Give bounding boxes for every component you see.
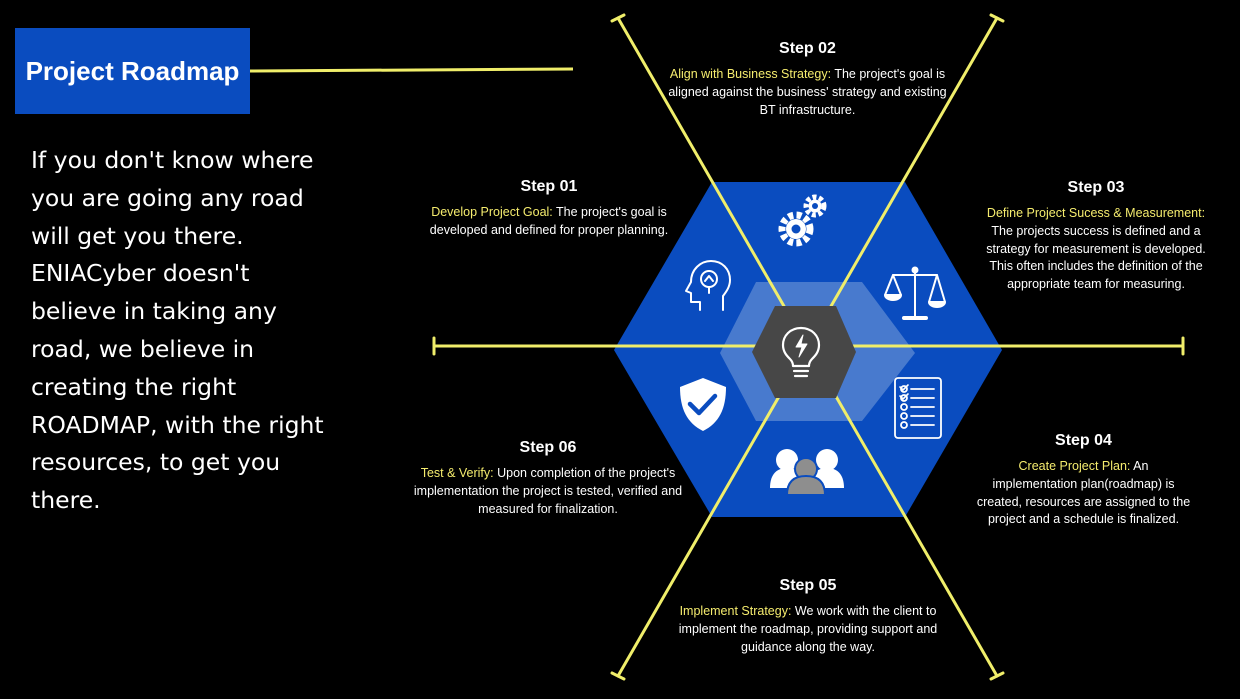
step-body: We work with the client to implement the…	[678, 604, 938, 654]
lightbulb-head-icon	[685, 260, 731, 311]
step-06: Step 06 Test & Verify: Upon completion o…	[412, 439, 684, 518]
step-highlight: Implement Strategy:	[679, 604, 792, 618]
step-body: Upon completion of the project's impleme…	[413, 466, 683, 516]
step-body: The project's goal is developed and defi…	[429, 205, 669, 237]
step-04: Step 04 Create Project Plan: An implemen…	[976, 432, 1191, 529]
step-highlight: Define Project Sucess & Measurement:	[986, 206, 1206, 220]
step-highlight: Create Project Plan:	[1018, 459, 1131, 473]
step-05: Step 05 Implement Strategy: We work with…	[660, 577, 956, 656]
lightbulb-bolt-icon	[781, 326, 821, 378]
step-01: Step 01 Develop Project Goal: The projec…	[420, 178, 678, 240]
step-description: Implement Strategy: We work with the cli…	[660, 603, 956, 656]
shield-check-icon	[680, 378, 726, 431]
step-description: Develop Project Goal: The project's goal…	[420, 204, 678, 240]
center-hexagon	[752, 306, 856, 398]
step-title: Step 05	[779, 577, 837, 594]
step-body: An implementation plan(roadmap) is creat…	[976, 459, 1191, 527]
step-description: Define Project Sucess & Measurement: The…	[976, 205, 1216, 294]
step-description: Align with Business Strategy: The projec…	[665, 66, 950, 119]
step-highlight: Develop Project Goal:	[431, 205, 553, 219]
step-02: Step 02 Align with Business Strategy: Th…	[665, 40, 950, 119]
page-title: Project Roadmap	[15, 28, 250, 114]
checklist-icon	[894, 377, 942, 439]
balance-scale-icon	[884, 266, 946, 320]
step-description: Test & Verify: Upon completion of the pr…	[412, 465, 684, 518]
step-title: Step 03	[1067, 179, 1125, 196]
gears-icon	[778, 194, 827, 247]
step-title: Step 06	[519, 439, 577, 456]
step-title: Step 01	[520, 178, 578, 195]
step-description: Create Project Plan: An implementation p…	[976, 458, 1191, 529]
step-title: Step 02	[779, 40, 836, 57]
step-body: The projects success is defined and a st…	[986, 223, 1206, 292]
step-body: The project's goal is aligned against th…	[668, 67, 947, 117]
step-03: Step 03 Define Project Sucess & Measurem…	[976, 179, 1216, 294]
intro-quote: If you don't know where you are going an…	[31, 146, 324, 515]
step-title: Step 04	[1055, 432, 1112, 449]
title-connector-line	[249, 67, 574, 73]
team-icon	[770, 449, 844, 496]
step-highlight: Align with Business Strategy:	[669, 67, 832, 81]
step-highlight: Test & Verify:	[420, 466, 494, 480]
